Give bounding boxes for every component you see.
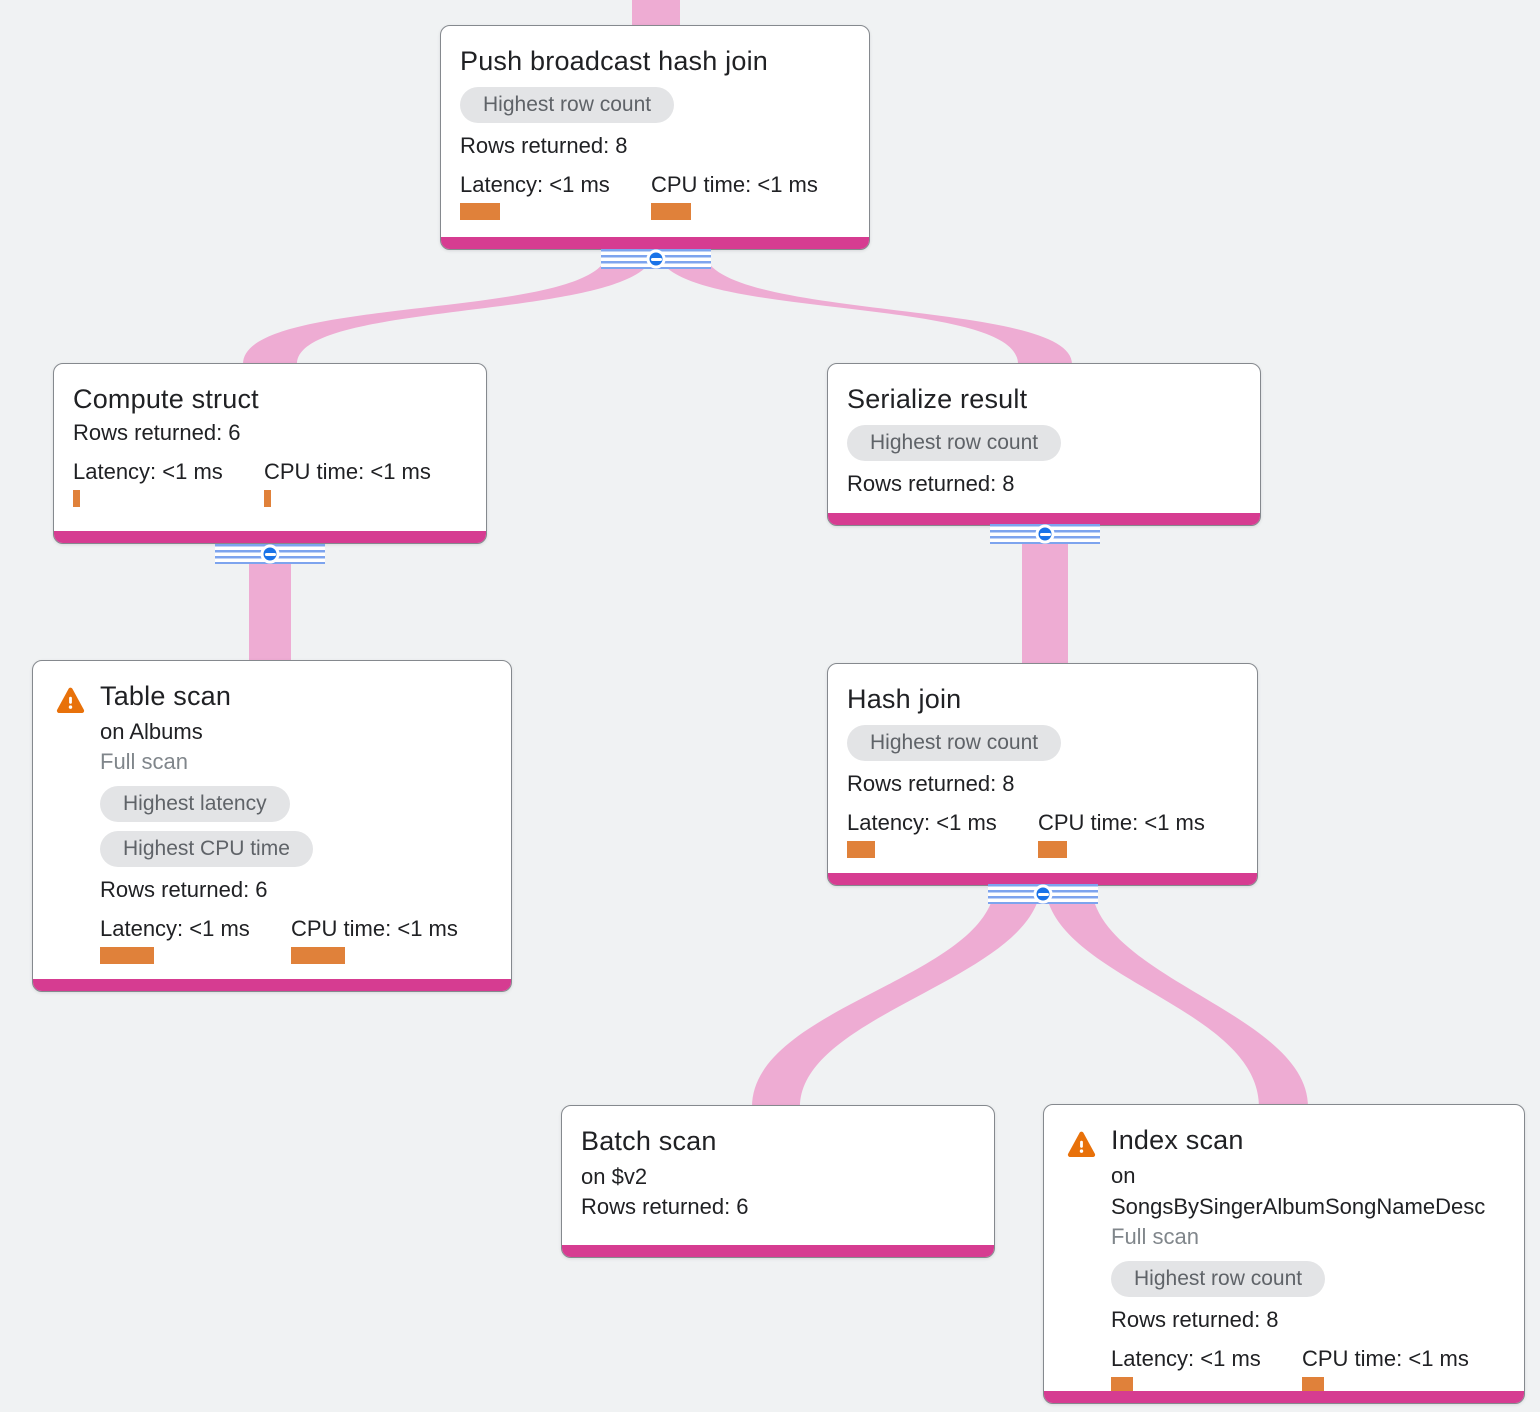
node-push-broadcast-hash-join[interactable]: Push broadcast hash join Highest row cou… — [440, 25, 870, 250]
node-title: Index scan — [1111, 1125, 1244, 1155]
warning-triangle-icon — [1067, 1131, 1096, 1157]
rows-returned: Rows returned: 8 — [847, 471, 1015, 496]
latency-label: Latency: <1 ms — [100, 916, 250, 941]
cpu-bar — [651, 203, 691, 220]
latency-bar — [847, 841, 875, 858]
latency-label: Latency: <1 ms — [73, 459, 223, 484]
cpu-bar — [1302, 1377, 1324, 1394]
node-hash-join[interactable]: Hash join Highest row count Rows returne… — [827, 663, 1258, 886]
cpu-bar — [291, 947, 345, 964]
cpu-label: CPU time: <1 ms — [1038, 810, 1205, 835]
collapse-minus-icon[interactable] — [260, 544, 280, 564]
cpu-metric: CPU time: <1 ms — [291, 916, 482, 964]
collapse-minus-icon[interactable] — [646, 249, 666, 269]
latency-metric: Latency: <1 ms — [100, 916, 291, 964]
node-index-scan[interactable]: Index scan on SongsBySingerAlbumSongName… — [1043, 1104, 1525, 1404]
latency-label: Latency: <1 ms — [460, 172, 610, 197]
node-footer-bar — [1044, 1391, 1524, 1403]
cpu-label: CPU time: <1 ms — [291, 916, 458, 941]
cpu-label: CPU time: <1 ms — [1302, 1346, 1469, 1371]
node-title: Table scan — [100, 681, 232, 711]
node-title: Compute struct — [73, 384, 259, 414]
edge-hash-to-index — [1045, 882, 1308, 1107]
badge-highest-row-count: Highest row count — [847, 425, 1062, 461]
node-title: Hash join — [847, 684, 962, 714]
node-content: Index scan on SongsBySingerAlbumSongName… — [1111, 1124, 1505, 1394]
node-footer-bar — [33, 979, 511, 991]
rows-returned: Rows returned: 6 — [581, 1194, 749, 1219]
latency-metric: Latency: <1 ms — [847, 810, 1038, 858]
rows-returned: Rows returned: 8 — [847, 771, 1015, 796]
node-subtitle: on $v2 — [581, 1164, 648, 1189]
collapse-control-compute[interactable] — [215, 544, 325, 564]
latency-bar — [460, 203, 500, 220]
latency-label: Latency: <1 ms — [847, 810, 997, 835]
cpu-label: CPU time: <1 ms — [651, 172, 818, 197]
scan-type-label: Full scan — [1111, 1224, 1200, 1249]
rows-returned: Rows returned: 6 — [73, 420, 241, 445]
node-compute-struct[interactable]: Compute struct Rows returned: 6 Latency:… — [53, 363, 487, 544]
cpu-metric: CPU time: <1 ms — [651, 172, 842, 220]
edge-push-to-compute — [243, 250, 654, 364]
collapse-control-hash[interactable] — [988, 884, 1098, 904]
cpu-metric: CPU time: <1 ms — [1038, 810, 1229, 858]
node-footer-bar — [562, 1245, 994, 1257]
badge-highest-latency: Highest latency — [100, 786, 290, 822]
badge-highest-row-count: Highest row count — [847, 725, 1062, 761]
collapse-control-serialize[interactable] — [990, 524, 1100, 544]
node-footer-bar — [441, 237, 869, 249]
rows-returned: Rows returned: 6 — [100, 877, 268, 902]
node-batch-scan[interactable]: Batch scan on $v2 Rows returned: 6 — [561, 1105, 995, 1258]
node-subtitle: on SongsBySingerAlbumSongNameDesc — [1111, 1163, 1486, 1219]
collapse-minus-icon[interactable] — [1033, 884, 1053, 904]
cpu-metric: CPU time: <1 ms — [1302, 1346, 1493, 1394]
warning-cell — [55, 680, 100, 964]
latency-metric: Latency: <1 ms — [1111, 1346, 1302, 1394]
node-footer-bar — [828, 873, 1257, 885]
node-serialize-result[interactable]: Serialize result Highest row count Rows … — [827, 363, 1261, 526]
latency-bar — [100, 947, 154, 964]
edge-hash-to-batch — [752, 882, 1041, 1107]
latency-bar — [1111, 1377, 1133, 1394]
cpu-bar — [1038, 841, 1067, 858]
collapse-minus-icon[interactable] — [1035, 524, 1055, 544]
edge-serialize-to-hash — [1022, 522, 1068, 665]
cpu-bar — [264, 490, 271, 507]
node-subtitle: on Albums — [100, 719, 203, 744]
latency-label: Latency: <1 ms — [1111, 1346, 1261, 1371]
rows-returned: Rows returned: 8 — [460, 133, 628, 158]
cpu-metric: CPU time: <1 ms — [264, 459, 455, 507]
node-title: Serialize result — [847, 384, 1028, 414]
latency-bar — [73, 490, 80, 507]
node-footer-bar — [54, 531, 486, 543]
edge-compute-to-table — [249, 540, 291, 663]
collapse-control-push[interactable] — [601, 249, 711, 269]
edge-push-to-serialize — [658, 250, 1072, 364]
node-title: Push broadcast hash join — [460, 46, 768, 76]
warning-cell — [1066, 1124, 1111, 1394]
scan-type-label: Full scan — [100, 749, 189, 774]
node-content: Table scan on Albums Full scan Highest l… — [100, 680, 492, 964]
rows-returned: Rows returned: 8 — [1111, 1307, 1279, 1332]
latency-metric: Latency: <1 ms — [73, 459, 264, 507]
badge-highest-row-count: Highest row count — [1111, 1261, 1326, 1297]
node-table-scan[interactable]: Table scan on Albums Full scan Highest l… — [32, 660, 512, 992]
node-title: Batch scan — [581, 1126, 717, 1156]
edge-parent-to-push — [632, 0, 680, 27]
badge-highest-cpu-time: Highest CPU time — [100, 831, 313, 867]
node-footer-bar — [828, 513, 1260, 525]
cpu-label: CPU time: <1 ms — [264, 459, 431, 484]
warning-triangle-icon — [56, 687, 85, 713]
latency-metric: Latency: <1 ms — [460, 172, 651, 220]
badge-highest-row-count: Highest row count — [460, 87, 675, 123]
